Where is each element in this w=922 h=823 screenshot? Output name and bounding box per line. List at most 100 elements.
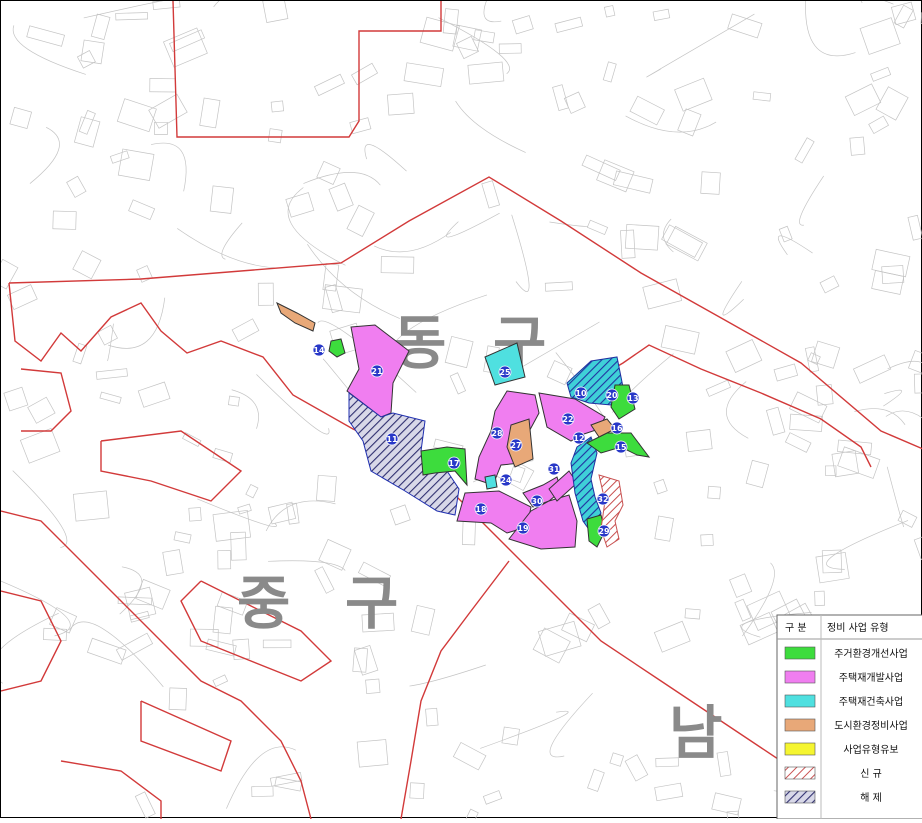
zone-marker[interactable]: 22 [561, 412, 575, 426]
base-block [890, 1, 917, 26]
base-street [663, 218, 674, 253]
zone-marker[interactable]: 19 [516, 521, 530, 535]
zone-marker[interactable]: 25 [498, 365, 512, 379]
base-street [29, 126, 60, 184]
base-block [789, 413, 823, 432]
zone-marker[interactable]: 29 [597, 524, 611, 538]
base-block [209, 185, 235, 214]
base-block [596, 159, 635, 193]
zone-marker-circle [370, 364, 384, 378]
base-block [173, 531, 192, 544]
base-block [212, 510, 252, 542]
zone-marker[interactable]: 17 [447, 456, 461, 470]
base-street [885, 410, 922, 419]
zone-urban-env-strip[interactable] [276, 301, 316, 332]
zone-marker[interactable]: 10 [574, 386, 588, 400]
base-block [322, 284, 363, 314]
base-block [365, 678, 381, 695]
base-street [480, 710, 569, 749]
base-block [52, 210, 77, 230]
zone-redev-19[interactable] [508, 494, 578, 550]
zone-marker-label: 13 [627, 394, 638, 403]
zone-residential-small[interactable] [328, 338, 346, 358]
base-block [357, 561, 392, 587]
zone-marker[interactable]: 24 [499, 473, 513, 487]
base-block [711, 792, 742, 816]
base-block [660, 324, 700, 355]
zone-marker[interactable]: 27 [509, 438, 523, 452]
zone-marker[interactable]: 13 [626, 391, 640, 405]
boundary-nam-west [400, 560, 510, 820]
base-block [9, 106, 33, 130]
legend-swatch-housing-rebuild [784, 694, 816, 708]
base-block [511, 15, 534, 35]
zone-residential-17[interactable] [420, 446, 468, 487]
zone-marker-label: 20 [606, 391, 618, 400]
zone-marker-circle [312, 343, 326, 357]
base-block [602, 61, 617, 83]
zone-number-markers: 14 21 25 13 28 22 27 12 16 15 17 24 18 30 31 19 32 29 20 11… [312, 343, 640, 538]
base-block [66, 175, 87, 198]
base-street [742, 562, 775, 637]
base-street [511, 214, 530, 292]
boundary-north [172, 0, 442, 138]
zone-marker[interactable]: 11 [385, 432, 399, 446]
redevelopment-zones [276, 301, 651, 550]
base-block [316, 160, 341, 185]
base-street [777, 235, 813, 255]
zone-marker[interactable]: 30 [530, 494, 544, 508]
zone-rebuild-24[interactable] [484, 474, 498, 490]
zone-marker-circle [385, 432, 399, 446]
legend-label-hatch-release: 해 제 [860, 791, 882, 804]
base-block [212, 448, 234, 463]
base-street [107, 323, 114, 362]
zone-marker[interactable]: 14 [312, 343, 326, 357]
zone-marker-label: 17 [448, 459, 459, 468]
base-block [26, 25, 65, 47]
base-block [328, 182, 354, 212]
zone-marker-circle [610, 421, 624, 435]
base-street [826, 520, 909, 570]
zone-release-10[interactable] [348, 392, 460, 516]
legend: 구 분 정비 사업 유형 주거환경개선사업주택재개발사업주택재건축사업도시환경정… [776, 614, 922, 820]
base-block [245, 483, 259, 499]
base-block [773, 363, 799, 382]
district-label-nam: 남 [669, 699, 722, 767]
boundary-jung-south [0, 510, 312, 820]
base-block [642, 278, 683, 310]
zone-marker[interactable]: 16 [610, 421, 624, 435]
base-block [705, 379, 732, 397]
zone-marker-label: 10 [575, 389, 587, 398]
base-block [875, 86, 909, 121]
base-block [389, 504, 411, 526]
base-block [72, 342, 88, 365]
zone-marker[interactable]: 32 [596, 492, 610, 506]
base-block [425, 707, 439, 727]
zone-marker[interactable]: 28 [490, 426, 504, 440]
zone-marker[interactable]: 21 [370, 364, 384, 378]
base-block [498, 43, 522, 54]
base-block [920, 12, 922, 25]
base-block [653, 478, 668, 495]
base-block [285, 192, 315, 218]
base-block [821, 549, 843, 574]
zone-rebuild-25[interactable] [484, 342, 526, 386]
base-block [419, 16, 460, 52]
base-street [197, 498, 277, 527]
zone-marker[interactable]: 20 [605, 388, 619, 402]
zone-marker[interactable]: 31 [547, 462, 561, 476]
zone-residential-20[interactable] [586, 514, 606, 548]
zone-marker[interactable]: 15 [614, 440, 628, 454]
zone-redev-central[interactable] [474, 390, 540, 486]
zone-marker[interactable]: 12 [572, 431, 586, 445]
base-street [625, 115, 717, 133]
base-block [665, 225, 708, 262]
zone-marker[interactable]: 18 [474, 502, 488, 516]
base-block [3, 386, 29, 412]
base-block [655, 757, 679, 768]
base-block [587, 602, 611, 630]
zone-marker-circle [626, 391, 640, 405]
base-block [868, 115, 890, 135]
